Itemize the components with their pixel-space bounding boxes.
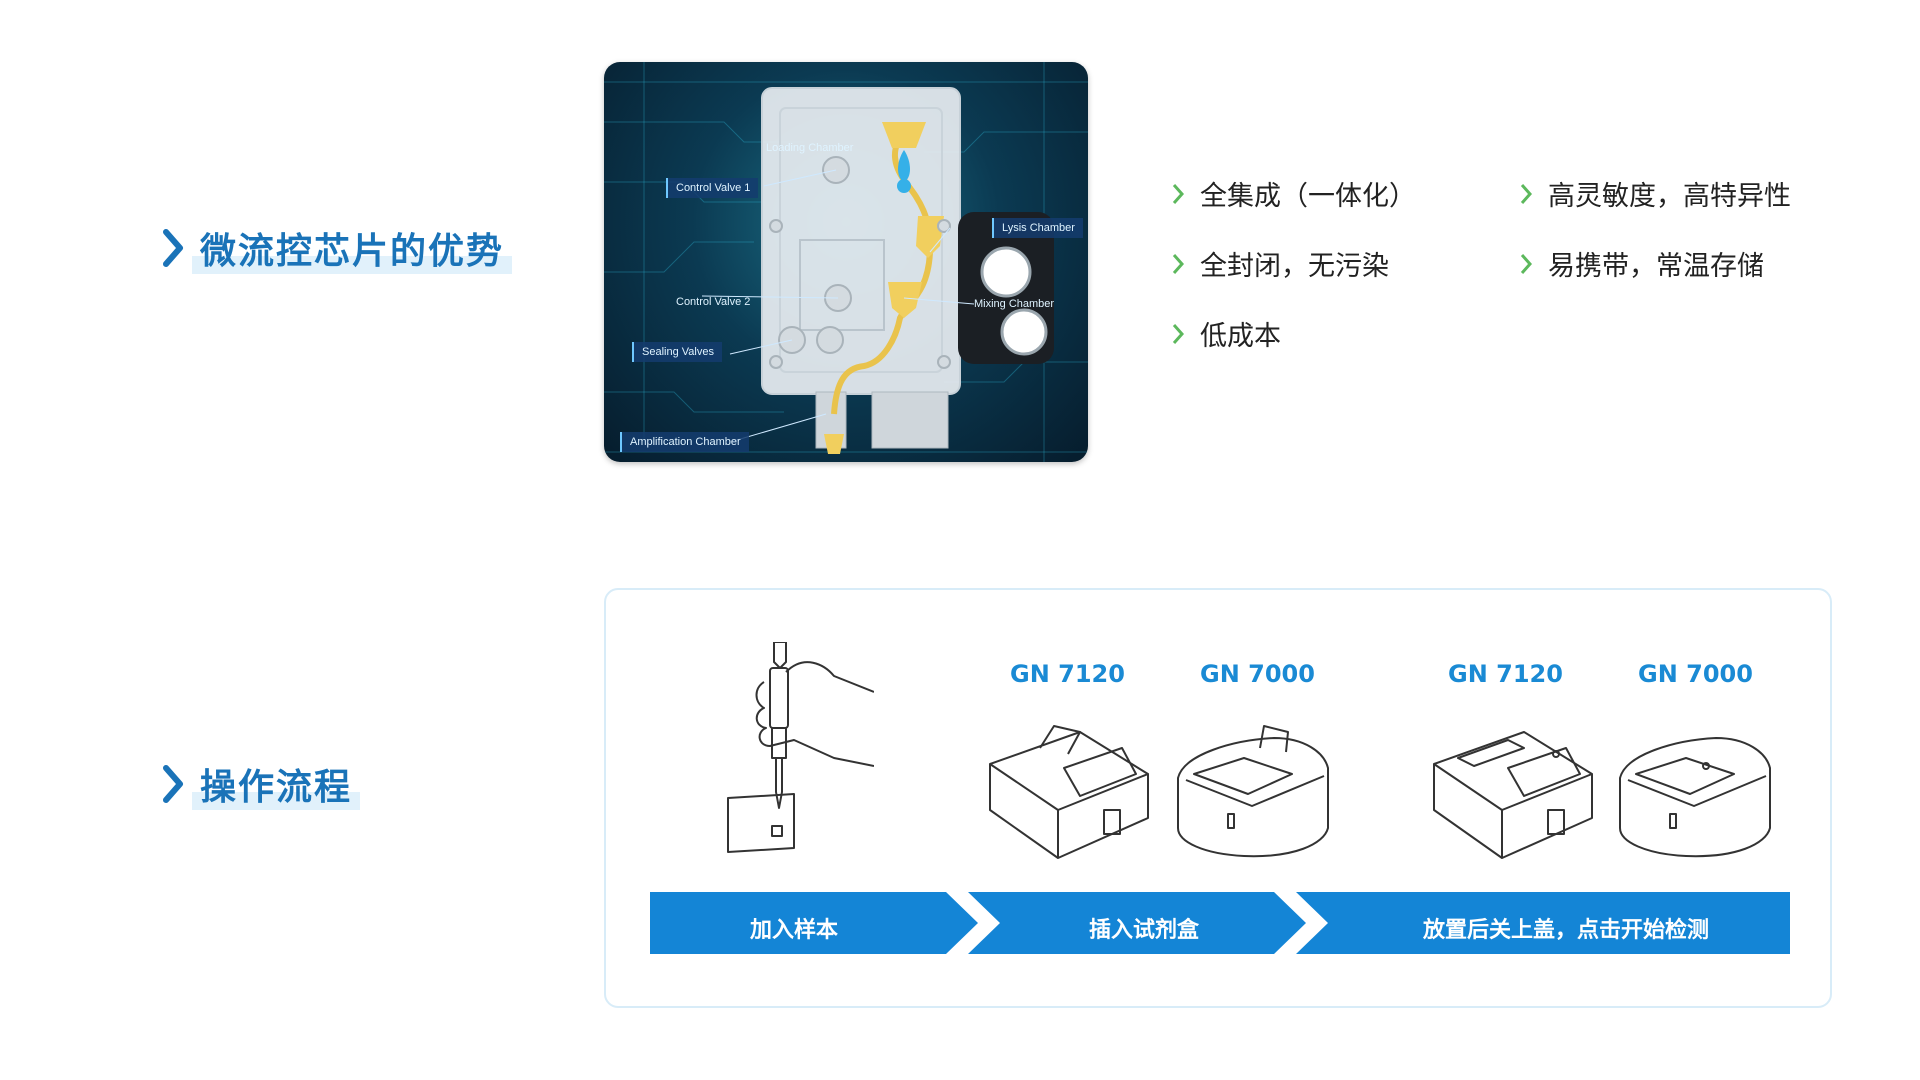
sealing-valves-label: Sealing Valves xyxy=(632,342,722,362)
advantage-item: 低成本 xyxy=(1172,314,1281,353)
model-label: GN 7120 xyxy=(1448,660,1563,688)
advantage-text: 全封闭，无污染 xyxy=(1200,251,1389,282)
model-label: GN 7000 xyxy=(1200,660,1315,688)
microfluidic-chip-image: Loading Chamber Control Valve 1 Lysis Ch… xyxy=(604,62,1088,462)
process-title: 操作流程 xyxy=(200,767,353,808)
steps-arrow-bar xyxy=(650,892,1790,954)
advantage-text: 低成本 xyxy=(1200,321,1281,352)
advantage-text: 高灵敏度，高特异性 xyxy=(1548,181,1791,212)
advantage-item: 全集成（一体化） xyxy=(1172,174,1416,213)
pipette-hand-icon xyxy=(727,642,874,853)
chevron-right-icon xyxy=(163,765,183,803)
model-label: GN 7000 xyxy=(1638,660,1753,688)
mixing-chamber-label: Mixing Chamber xyxy=(974,298,1055,310)
lysis-chamber-label: Lysis Chamber xyxy=(992,218,1083,238)
loading-chamber-label: Loading Chamber xyxy=(766,142,854,154)
control-valve-1-label: Control Valve 1 xyxy=(666,178,759,198)
model-label: GN 7120 xyxy=(1010,660,1125,688)
step-label: 插入试剂盒 xyxy=(1088,918,1200,943)
green-chevron-icon xyxy=(1172,323,1184,344)
green-chevron-icon xyxy=(1172,253,1184,274)
green-chevron-icon xyxy=(1172,183,1184,204)
device-gn7120-open xyxy=(989,725,1149,859)
amplification-chamber-label: Amplification Chamber xyxy=(620,432,749,452)
advantage-item: 全封闭，无污染 xyxy=(1172,244,1389,283)
device-gn7120-closed xyxy=(1433,731,1593,859)
advantage-item: 易携带，常温存储 xyxy=(1520,244,1764,283)
advantage-text: 全集成（一体化） xyxy=(1200,181,1416,212)
process-panel: GN 7120 GN 7000 GN 7120 GN 7000 xyxy=(604,588,1832,1008)
advantages-title: 微流控芯片的优势 xyxy=(200,231,505,272)
control-valve-2-label: Control Valve 2 xyxy=(676,296,751,308)
advantages-section-header: 微流控芯片的优势 xyxy=(162,222,513,274)
advantage-item: 高灵敏度，高特异性 xyxy=(1520,174,1791,213)
chevron-right-icon xyxy=(163,229,183,267)
chip-illustration xyxy=(604,62,1088,462)
advantage-text: 易携带，常温存储 xyxy=(1548,251,1764,282)
green-chevron-icon xyxy=(1520,253,1532,274)
step-label: 放置后关上盖，点击开始检测 xyxy=(1422,918,1710,943)
green-chevron-icon xyxy=(1520,183,1532,204)
device-gn7000-closed xyxy=(1619,737,1771,858)
device-gn7000-open xyxy=(1177,725,1329,858)
process-section-header: 操作流程 xyxy=(162,758,361,810)
step-label: 加入样本 xyxy=(749,918,839,943)
